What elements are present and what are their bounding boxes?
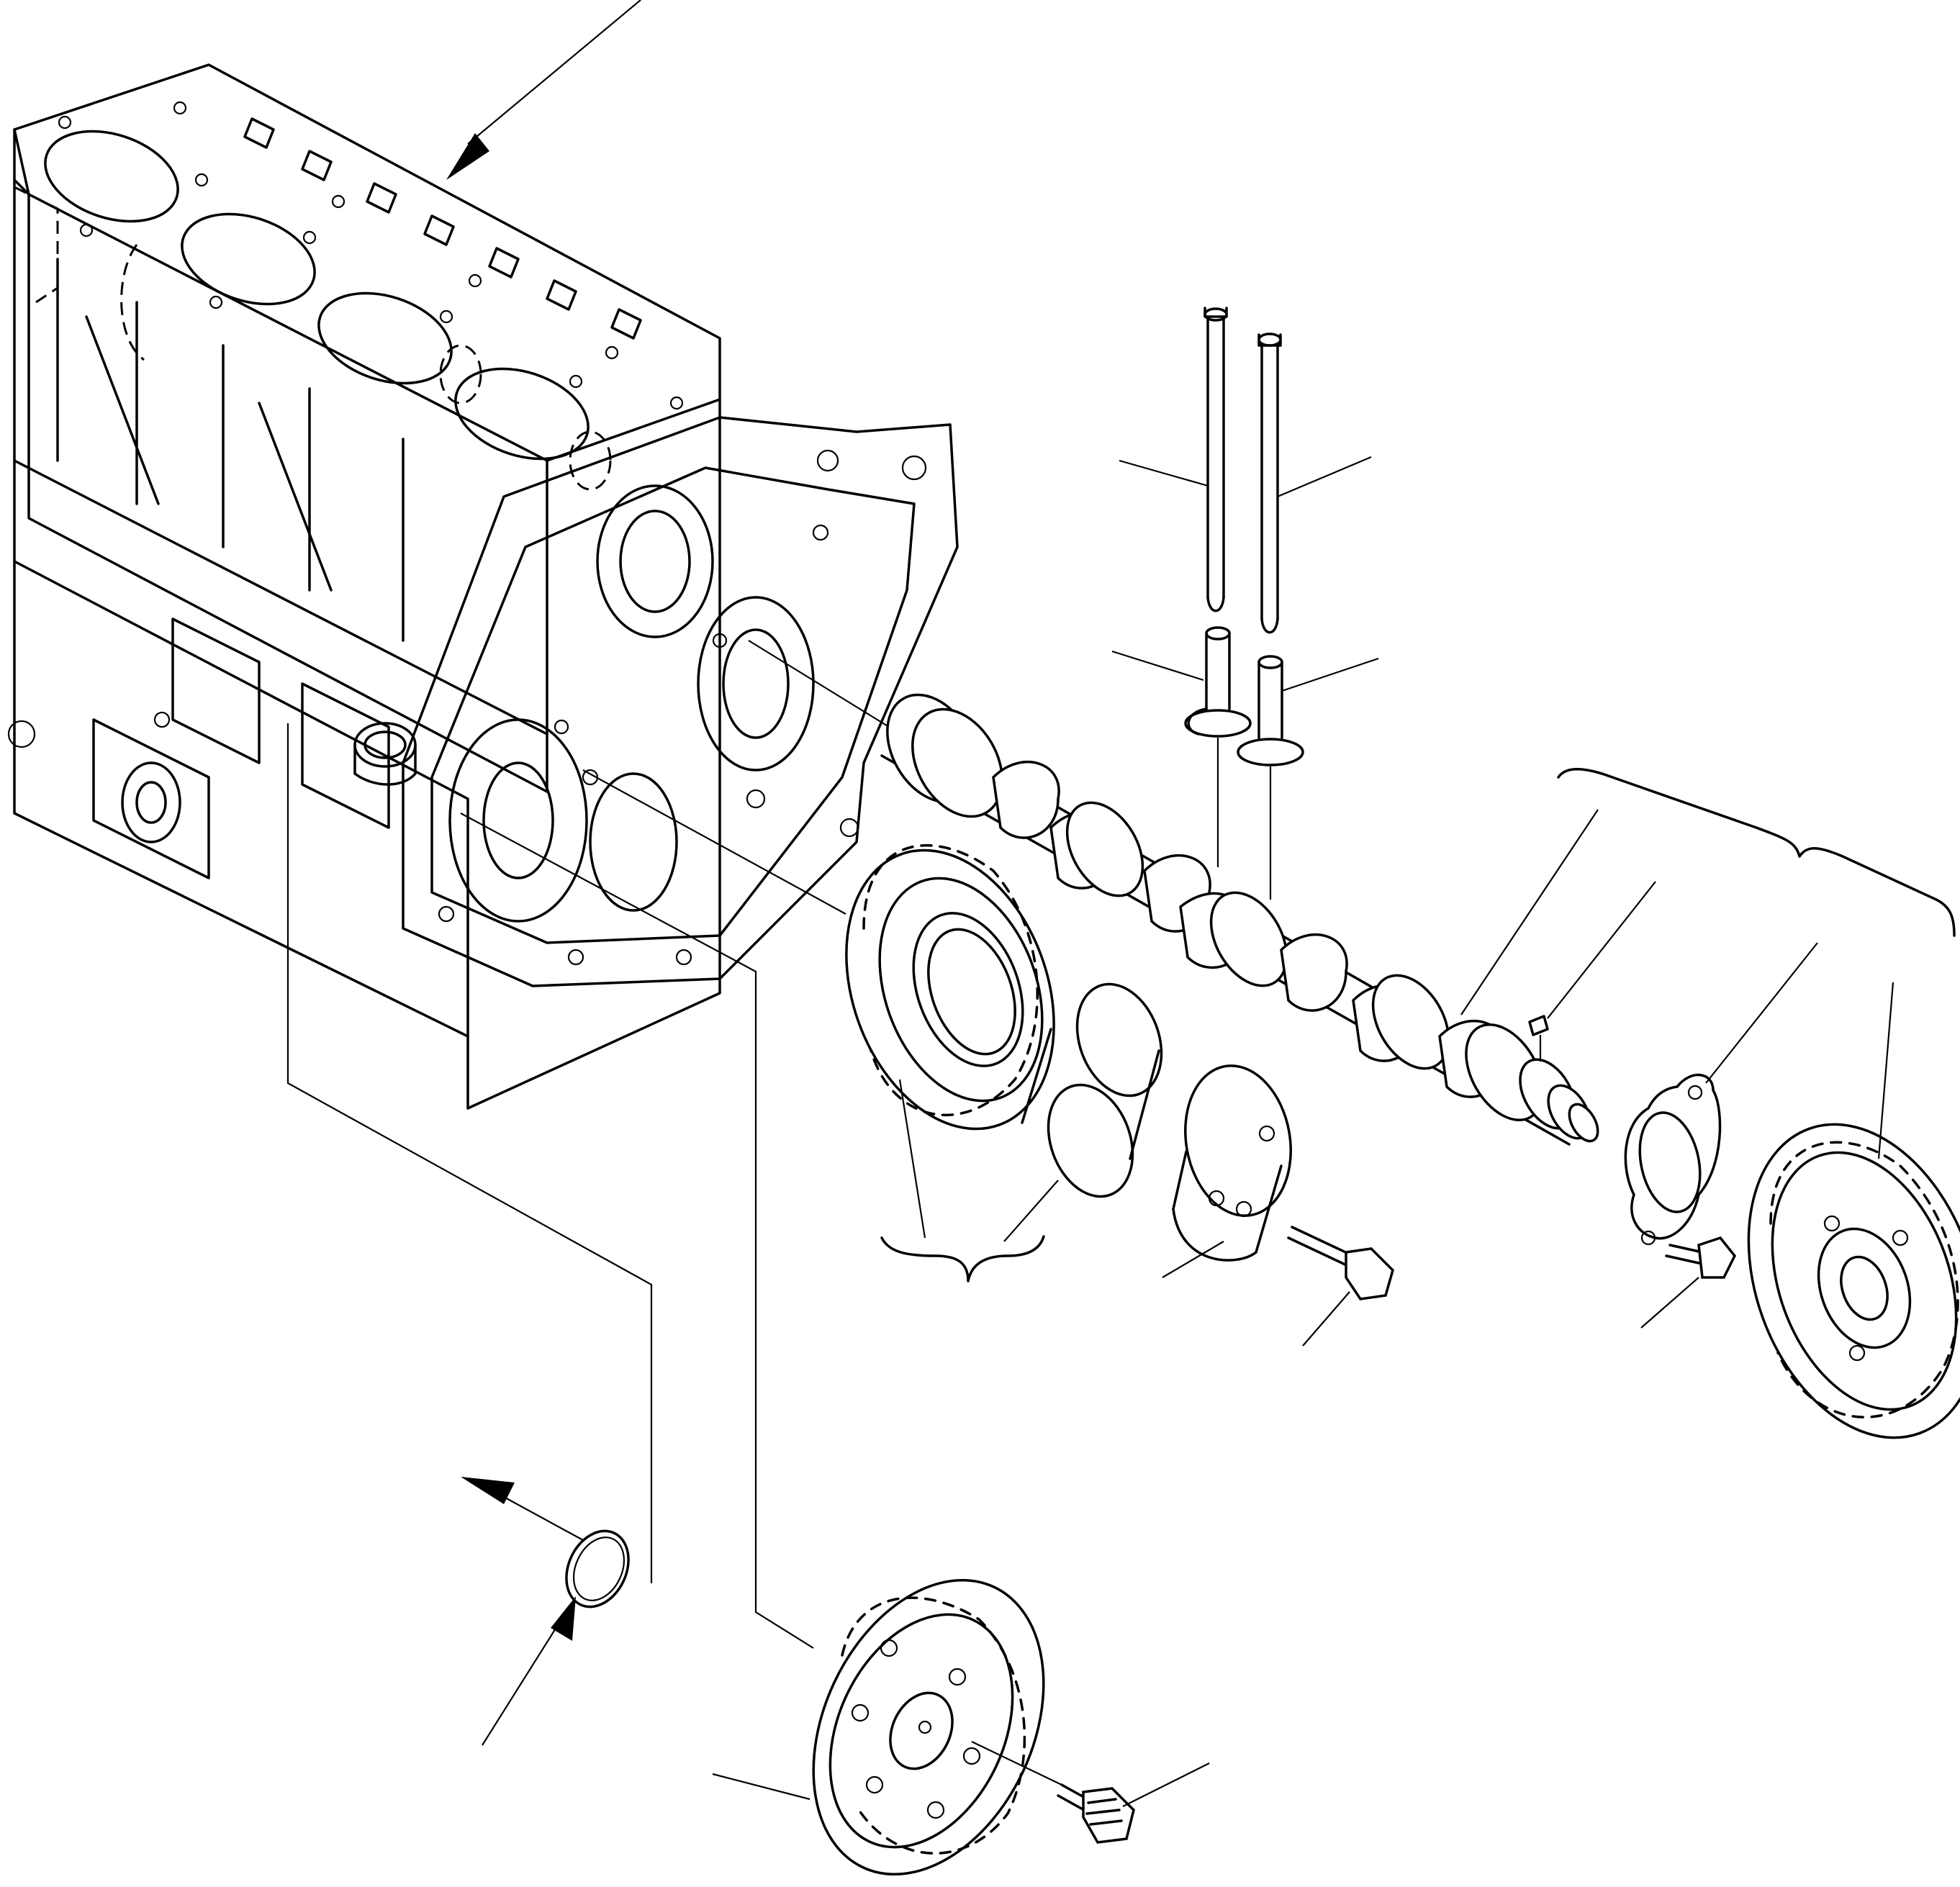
group-bracket-top (1557, 768, 1956, 937)
camshaft-key (1528, 881, 1656, 1062)
o-ring (461, 1477, 630, 1746)
arrow-to-block (446, 0, 641, 180)
push-rod-left (1203, 307, 1228, 612)
engine-block (7, 63, 959, 1110)
crankshaft-gear-bolt (1057, 1762, 1210, 1844)
thrust-plate-screw (1640, 1236, 1737, 1329)
idler-bushing (1003, 982, 1163, 1242)
group-bracket-bottom (880, 1235, 1045, 1282)
idler-gear (845, 843, 1055, 1239)
thrust-plate (1624, 942, 1818, 1246)
idler-hub (1162, 1064, 1292, 1278)
tappet-right (1237, 655, 1304, 766)
crankshaft-gear (712, 1578, 1062, 1876)
idler-bolt (1287, 1226, 1394, 1347)
camshaft-gear (1747, 982, 1960, 1439)
push-rod-right (1257, 332, 1282, 634)
leader-lines (286, 640, 890, 1649)
camshaft (880, 693, 1599, 1146)
tappet-left (1184, 626, 1252, 738)
